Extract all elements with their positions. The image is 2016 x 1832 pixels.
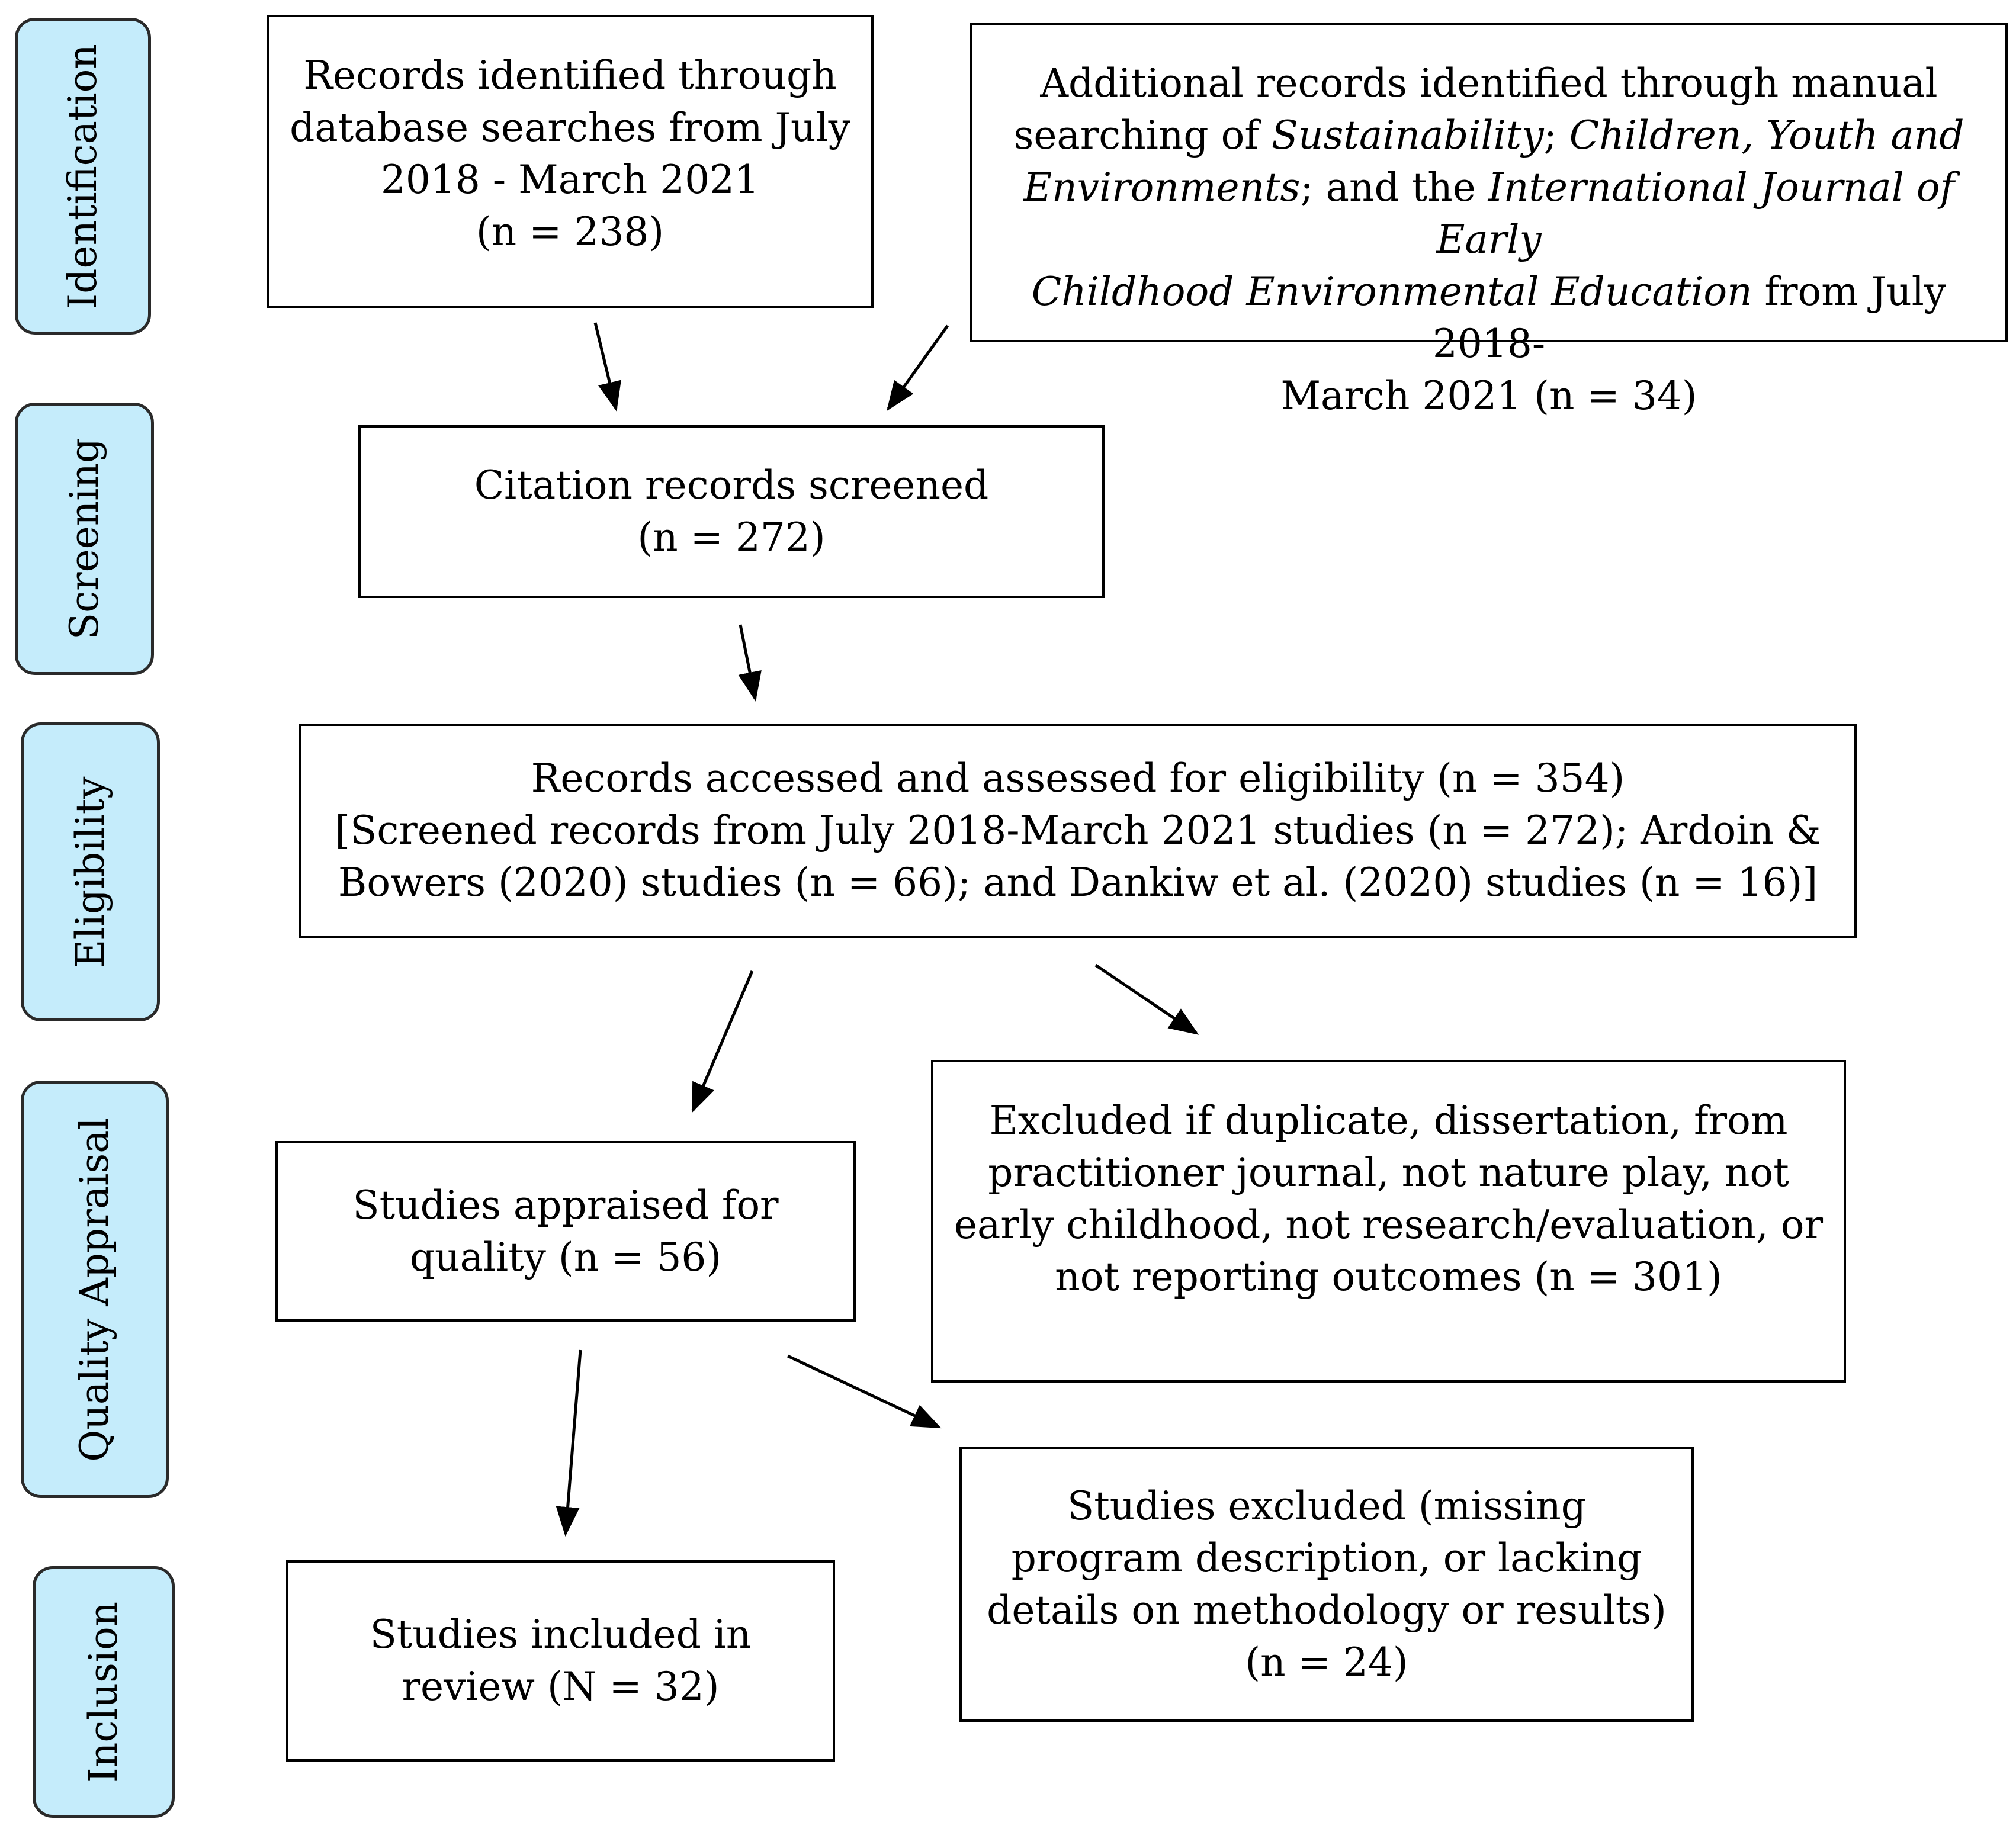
appraised-line-1: Studies appraised for [352, 1182, 779, 1228]
arrow-eligibility-to-appraised [691, 970, 754, 1113]
excluded-eligibility-line-1: Excluded if duplicate, dissertation, fro… [989, 1098, 1788, 1143]
stage-quality-appraisal: Quality Appraisal [21, 1081, 169, 1498]
stage-inclusion: Inclusion [33, 1566, 175, 1818]
manual-line-3b: ; and the [1300, 165, 1488, 210]
stage-identification: Identification [15, 18, 151, 335]
database-line-4: (n = 238) [476, 209, 664, 255]
database-records-box: Records identified through database sear… [267, 15, 874, 308]
manual-journal-children-youth: Children, Youth and [1569, 113, 1964, 158]
included-line-2: review (N = 32) [402, 1664, 720, 1709]
excluded-eligibility-line-2: practitioner journal, not nature play, n… [988, 1150, 1789, 1195]
excluded-eligibility-line-3: early childhood, not research/evaluation… [954, 1202, 1824, 1248]
eligibility-line-2: [Screened records from July 2018-March 2… [335, 808, 1821, 853]
manual-records-box: Additional records identified through ma… [970, 23, 2008, 419]
excluded-quality-line-4: (n = 24) [1245, 1639, 1408, 1685]
manual-line-5: March 2021 (n = 34) [1280, 373, 1697, 419]
arrow-database-to-screened [593, 322, 621, 412]
stage-eligibility: Eligibility [21, 722, 160, 1021]
manual-journal-ijecee-part2: Childhood Environmental Education [1031, 269, 1752, 314]
appraised-studies-box: Studies appraised for quality (n = 56) [275, 1141, 856, 1322]
arrow-appraised-to-excluded [787, 1354, 942, 1429]
arrow-eligibility-to-excluded [1094, 963, 1199, 1035]
manual-line-1: Additional records identified through ma… [1040, 60, 1938, 106]
manual-journal-sustainability: Sustainability [1271, 113, 1544, 158]
included-line-1: Studies included in [370, 1612, 752, 1657]
screened-line-1: Citation records screened [474, 462, 989, 508]
stage-screening: Screening [15, 403, 154, 675]
excluded-quality-line-1: Studies excluded (missing [1067, 1483, 1586, 1529]
eligibility-line-3: Bowers (2020) studies (n = 66); and Dank… [338, 860, 1818, 905]
excluded-quality-box: Studies excluded (missing program descri… [959, 1447, 1694, 1722]
eligibility-line-1: Records accessed and assessed for eligib… [531, 756, 1625, 801]
database-line-3: 2018 - March 2021 [380, 157, 760, 203]
excluded-quality-line-3: details on methodology or results) [987, 1587, 1667, 1633]
excluded-quality-line-2: program description, or lacking [1011, 1535, 1642, 1581]
included-studies-box: Studies included in review (N = 32) [286, 1560, 835, 1762]
manual-line-2c: ; [1543, 113, 1569, 158]
manual-journal-environments: Environments [1023, 165, 1301, 210]
screened-records-box: Citation records screened (n = 272) [358, 425, 1105, 598]
excluded-eligibility-line-4: not reporting outcomes (n = 301) [1055, 1254, 1722, 1300]
arrow-appraised-to-included [556, 1349, 582, 1537]
excluded-eligibility-box: Excluded if duplicate, dissertation, fro… [931, 1060, 1846, 1383]
manual-line-4b: from July 2018- [1432, 269, 1947, 367]
arrow-screened-to-eligibility [738, 624, 762, 702]
appraised-line-2: quality (n = 56) [409, 1234, 722, 1280]
database-line-2: database searches from July [290, 105, 850, 150]
manual-line-2a: searching of [1013, 113, 1272, 158]
manual-journal-ijecee-part1: International Journal of Early [1436, 165, 1955, 262]
eligibility-assessment-box: Records accessed and assessed for eligib… [299, 724, 1857, 938]
arrow-manual-to-screened [887, 324, 949, 412]
database-line-1: Records identified through [303, 53, 837, 98]
screened-line-2: (n = 272) [637, 515, 826, 560]
